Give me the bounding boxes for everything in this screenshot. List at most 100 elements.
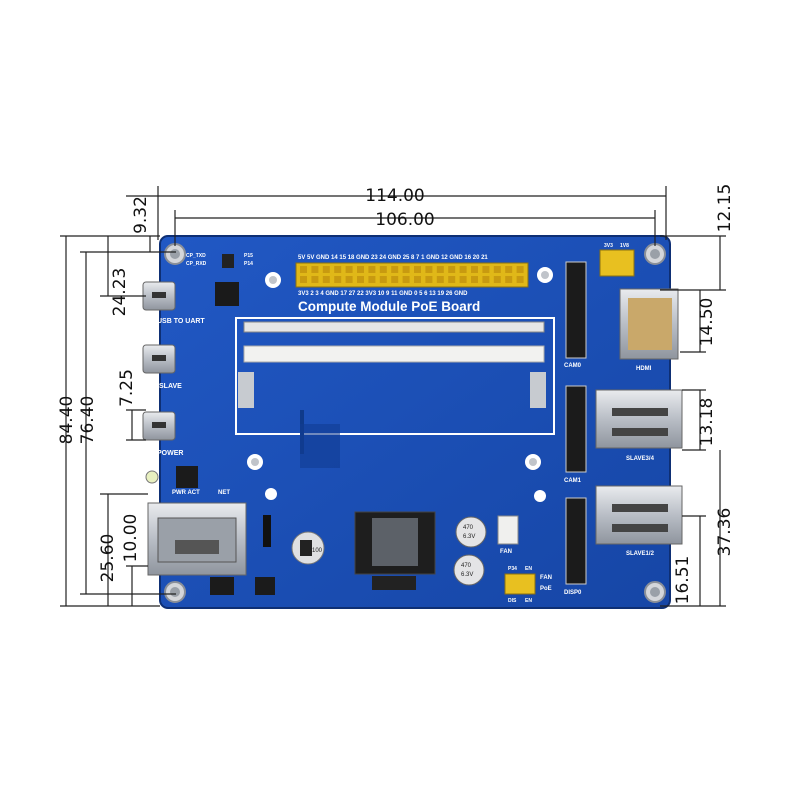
gpio-pin [516,266,524,273]
fpc-connectors [565,261,587,585]
dim-7-25: 7.25 [117,369,137,407]
label-1v8: 1V8 [620,243,629,249]
gpio-pin [448,276,456,283]
gpio-pin [345,276,353,283]
gpio-pin [516,276,524,283]
gpio-pin [300,266,307,273]
gpio-pin [425,276,433,283]
label-3v3: 3V3 [604,243,613,249]
label-net: NET [218,490,230,496]
label-en2: EN [525,598,532,604]
board-title: Compute Module PoE Board [298,299,480,314]
capacitor-470a: 470 6.3V [455,516,487,548]
gpio-pin [471,266,478,273]
gpio-pin [345,266,353,273]
dimension-lines [60,186,726,607]
gpio-pin [379,266,387,273]
dim-24-23: 24.23 [110,268,130,317]
gpio-pin [322,266,330,273]
gpio-pin [402,266,410,273]
gpio-pin [402,276,410,283]
label-fan-r: FAN [540,575,552,581]
label-usb-to-uart: USB TO UART [157,318,205,325]
dim-10-00: 10.00 [121,514,141,563]
gpio-pin [322,276,330,283]
jumper-p15 [222,254,234,268]
capacitor-470b: 470 6.3V [453,554,485,586]
gpio-pin [482,276,490,283]
gpio-pin [459,276,467,283]
svg-text:470: 470 [461,563,472,569]
svg-text:6.3V: 6.3V [463,534,475,540]
dim-106: 106.00 [375,210,434,230]
svg-text:6.3V: 6.3V [461,572,473,578]
capacitor-100: 100 [291,531,325,565]
gpio-pin [391,276,399,283]
gpio-pin [311,276,319,283]
chip [255,577,275,595]
chip [263,515,271,547]
uart-chip [215,282,239,306]
label-cam0: CAM0 [564,363,582,369]
gpio-pin [436,276,444,283]
hdmi-port [619,288,679,360]
dim-12-15: 12.15 [715,184,735,233]
poe-jumper [504,573,536,595]
dim-25-60: 25.60 [98,534,118,583]
gpio-pin [368,266,376,273]
usb-a-ports [595,389,683,545]
gpio-pin [357,276,364,283]
cm-socket [235,317,555,468]
gpio-pin [391,266,399,273]
label-cam1: CAM1 [564,478,582,484]
label-hdmi: HDMI [636,366,652,372]
gpio-top-labels: 5V 5V GND 14 15 18 GND 23 24 GND 25 8 7 … [298,255,488,261]
gpio-bottom-labels: 3V3 2 3 4 GND 17 27 22 3V3 10 9 11 GND 0… [298,291,468,297]
dim-16-51: 16.51 [673,556,693,605]
label-p15: P15 [244,253,253,259]
label-slave12: SLAVE1/2 [626,551,655,557]
gpio-pin [471,276,478,283]
dim-37-36: 37.36 [715,508,735,557]
label-dis: DIS [508,598,517,604]
gpio-pin [300,276,307,283]
dim-14-50: 14.50 [697,298,717,347]
dim-9-32: 9.32 [131,196,151,234]
gpio-pin [414,266,421,273]
label-fan: FAN [500,549,512,555]
gpio-pin [414,276,421,283]
gpio-pin [448,266,456,273]
fan-connector [497,515,519,545]
label-slave34: SLAVE3/4 [626,456,655,462]
label-slave: SLAVE [159,383,182,390]
gpio-pin [436,266,444,273]
label-p14: P14 [244,261,253,267]
gpio-header [295,262,529,288]
gpio-pin [425,266,433,273]
power-inductor [354,511,436,590]
svg-text:470: 470 [463,525,474,531]
dim-114: 114.00 [365,186,424,206]
gpio-pin [311,266,319,273]
dim-13-18: 13.18 [697,398,717,447]
label-poe: PoE [540,586,552,592]
label-cp-txd: CP_TXD [186,253,206,259]
usb-ports-left [142,281,176,441]
gpio-pin [459,266,467,273]
mounting-holes [164,243,666,603]
ethernet-jack [147,502,247,576]
dim-76-40: 76.40 [78,396,98,445]
label-pwr-act: PWR ACT [172,490,200,496]
gpio-pin [334,276,342,283]
dim-84-40: 84.40 [57,396,77,445]
voltage-jumper [599,249,635,277]
led-block [176,466,198,488]
gpio-pin [368,276,376,283]
led [145,470,159,484]
gpio-pin [334,266,342,273]
label-p34: P34 [508,566,517,572]
gpio-pin [357,266,364,273]
gpio-pin [505,266,513,273]
chip [210,577,234,595]
